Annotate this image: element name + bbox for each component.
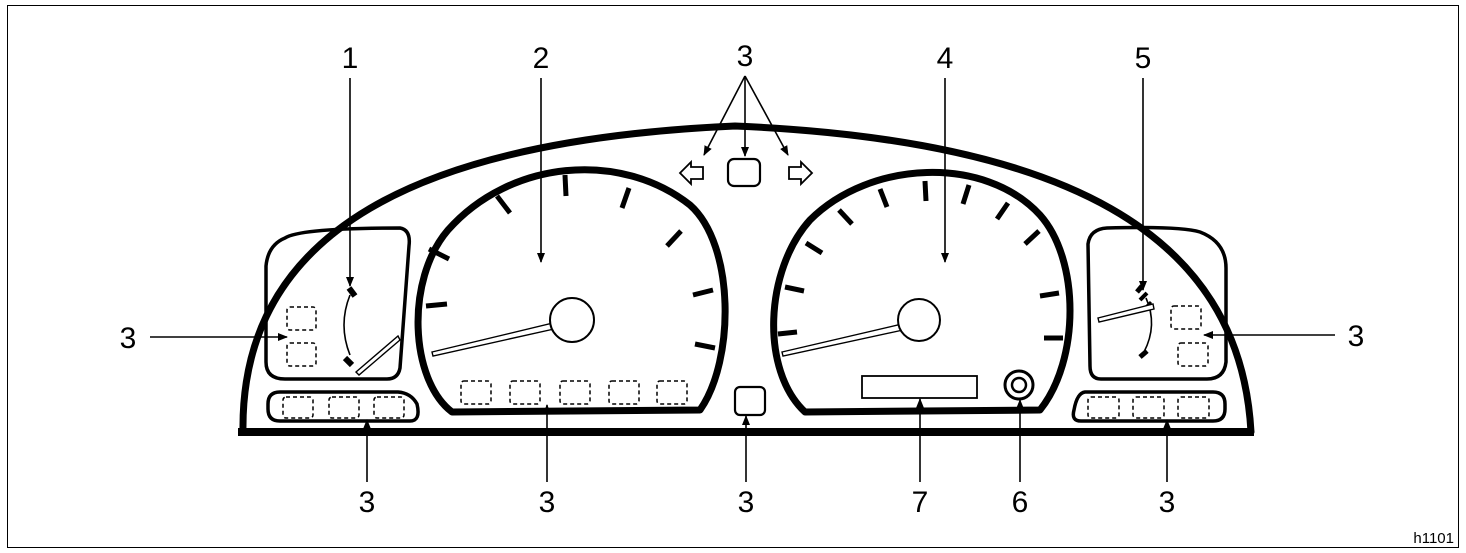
callout-3-left: 3 (120, 322, 137, 355)
left-indicator-strip (266, 390, 420, 423)
indicator-lamp-icon (726, 157, 762, 188)
indicator-slot (286, 342, 317, 367)
speedometer (414, 166, 729, 416)
center-indicator-lamp (733, 385, 767, 417)
indicator-slot (1177, 342, 1209, 367)
callout-4: 4 (937, 42, 954, 75)
figure-code: h1101 (1413, 530, 1454, 547)
center-top-indicators (678, 157, 814, 188)
indicator-slot (1170, 305, 1202, 330)
odometer-display (861, 375, 978, 399)
callout-7: 7 (912, 486, 929, 519)
left-arrow-icon (678, 159, 704, 187)
tachometer (770, 168, 1074, 416)
fuel-gauge (264, 226, 412, 381)
callout-3-bottom-left: 3 (359, 486, 376, 519)
right-indicator-strip (1071, 390, 1227, 423)
callout-6: 6 (1012, 486, 1029, 519)
callout-3-bottom-speedometer: 3 (539, 486, 556, 519)
callout-1: 1 (342, 42, 359, 75)
callout-3-top: 3 (737, 40, 754, 73)
callout-3-right: 3 (1348, 320, 1365, 353)
callout-2: 2 (533, 42, 550, 75)
indicator-slot (286, 306, 317, 331)
callout-3-bottom-right: 3 (1159, 486, 1176, 519)
leader-lines (150, 75, 1335, 482)
right-arrow-icon (788, 159, 814, 187)
callout-3-bottom-center: 3 (738, 486, 755, 519)
callout-5: 5 (1135, 42, 1152, 75)
figure-frame (7, 5, 1459, 548)
temperature-gauge (1086, 225, 1228, 381)
